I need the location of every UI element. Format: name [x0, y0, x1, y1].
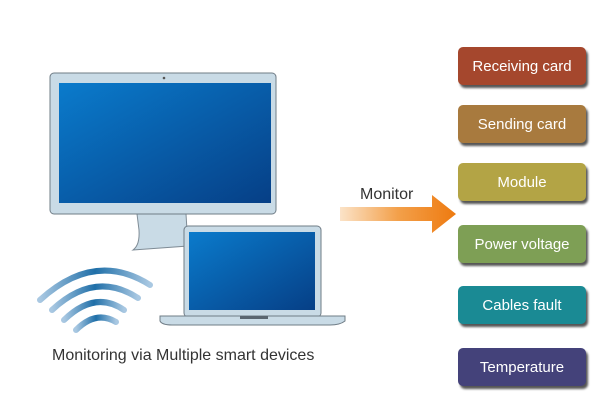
- status-cables-fault: Cables fault: [458, 286, 586, 324]
- arrow-right-icon: [340, 195, 456, 233]
- status-power-voltage: Power voltage: [458, 225, 586, 263]
- laptop-icon: [159, 225, 346, 326]
- status-receiving-card: Receiving card: [458, 47, 586, 85]
- caption: Monitoring via Multiple smart devices: [52, 347, 315, 364]
- arrow-label: Monitor: [360, 186, 414, 203]
- status-sending-card: Sending card: [458, 105, 586, 143]
- desktop-monitor-icon: [49, 72, 277, 251]
- wifi-signal-icon: [37, 267, 153, 333]
- status-module: Module: [458, 163, 586, 201]
- status-temperature: Temperature: [458, 348, 586, 386]
